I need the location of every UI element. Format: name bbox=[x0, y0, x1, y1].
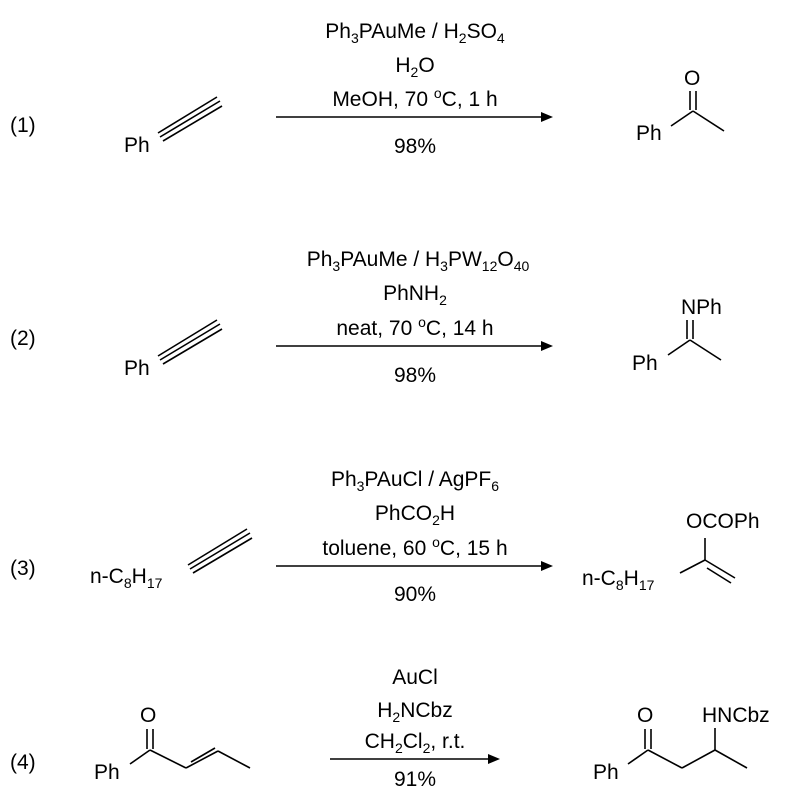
reactant-2-ph: Ph bbox=[124, 357, 150, 380]
conditions-1-line3: MeOH, 70 oC, 1 h bbox=[332, 85, 497, 111]
reaction-3-reactant: n-C8H17 bbox=[90, 528, 253, 591]
product-2-imine: NPh bbox=[681, 296, 722, 319]
reaction-2-reactant: Ph bbox=[124, 319, 223, 380]
conditions-4-line2: H2NCbz bbox=[377, 699, 452, 725]
reaction-arrow bbox=[330, 754, 500, 764]
reactant-4-ph: Ph bbox=[94, 761, 120, 784]
conditions-3-line3: toluene, 60 oC, 15 h bbox=[322, 534, 507, 560]
reactant-3-alkyl: n-C8H17 bbox=[90, 565, 163, 591]
product-2-ph: Ph bbox=[632, 352, 658, 375]
reaction-1-conditions: Ph3PAuMe / H2SO4 H2O MeOH, 70 oC, 1 h 98… bbox=[276, 20, 553, 158]
reaction-2-product: Ph NPh bbox=[632, 296, 722, 375]
product-4-oxygen: O bbox=[637, 704, 653, 727]
triple-bond bbox=[157, 319, 223, 365]
conditions-3-line2: PhCO2H bbox=[375, 502, 455, 528]
reaction-arrow bbox=[276, 561, 553, 571]
reaction-3-product: n-C8H17 OCOPh bbox=[582, 510, 760, 593]
conditions-1-line1: Ph3PAuMe / H2SO4 bbox=[325, 20, 505, 46]
reaction-4-label: (4) bbox=[10, 751, 36, 774]
conditions-3-line1: Ph3PAuCl / AgPF6 bbox=[331, 468, 499, 494]
conditions-1-line2: H2O bbox=[395, 54, 434, 80]
product-1-ph: Ph bbox=[636, 122, 662, 145]
reaction-4-conditions: AuCl H2NCbz CH2Cl2, r.t. 91% bbox=[330, 666, 500, 791]
triple-bond bbox=[157, 96, 223, 142]
product-3-alkyl: n-C8H17 bbox=[582, 567, 655, 593]
reaction-2: (2) Ph Ph3PAuMe / H3PW12O40 PhNH2 neat, … bbox=[10, 248, 722, 387]
product-3-ester: OCOPh bbox=[686, 510, 760, 533]
conditions-4-line1: AuCl bbox=[392, 666, 438, 689]
reaction-arrow bbox=[276, 112, 553, 122]
reaction-2-conditions: Ph3PAuMe / H3PW12O40 PhNH2 neat, 70 oC, … bbox=[276, 248, 553, 387]
yield-2: 98% bbox=[394, 364, 436, 387]
reaction-1-label: (1) bbox=[10, 114, 36, 137]
reaction-2-label: (2) bbox=[10, 327, 36, 350]
product-4-amine: HNCbz bbox=[702, 704, 770, 727]
reaction-3-conditions: Ph3PAuCl / AgPF6 PhCO2H toluene, 60 oC, … bbox=[276, 468, 553, 606]
reaction-3-label: (3) bbox=[10, 557, 36, 580]
product-1-oxygen: O bbox=[684, 67, 700, 90]
reaction-1: (1) Ph Ph3PAuMe / H2SO4 H2O MeOH, 70 oC,… bbox=[10, 20, 725, 158]
reaction-3: (3) n-C8H17 Ph3PAuCl / AgPF6 PhCO2H tolu… bbox=[10, 468, 760, 606]
conditions-2-line3: neat, 70 oC, 14 h bbox=[336, 314, 493, 340]
conditions-4-line3: CH2Cl2, r.t. bbox=[365, 730, 466, 756]
conditions-2-line2: PhNH2 bbox=[383, 282, 447, 308]
reactant-1-ph: Ph bbox=[124, 134, 150, 157]
reaction-1-product: Ph O bbox=[636, 67, 725, 145]
reactant-4-oxygen: O bbox=[140, 704, 156, 727]
yield-3: 90% bbox=[394, 583, 436, 606]
yield-4: 91% bbox=[394, 768, 436, 791]
reaction-4-reactant: Ph O bbox=[94, 704, 251, 784]
reaction-4-product: Ph O HNCbz bbox=[593, 704, 770, 784]
yield-1: 98% bbox=[394, 135, 436, 158]
triple-bond bbox=[187, 528, 253, 574]
conditions-2-line1: Ph3PAuMe / H3PW12O40 bbox=[307, 248, 530, 274]
reaction-1-reactant: Ph bbox=[124, 96, 223, 157]
reaction-arrow bbox=[276, 341, 553, 351]
product-4-ph: Ph bbox=[593, 761, 619, 784]
reaction-4: (4) Ph O AuCl H2NCbz CH2Cl2, r.t. 91% Ph… bbox=[10, 666, 770, 791]
